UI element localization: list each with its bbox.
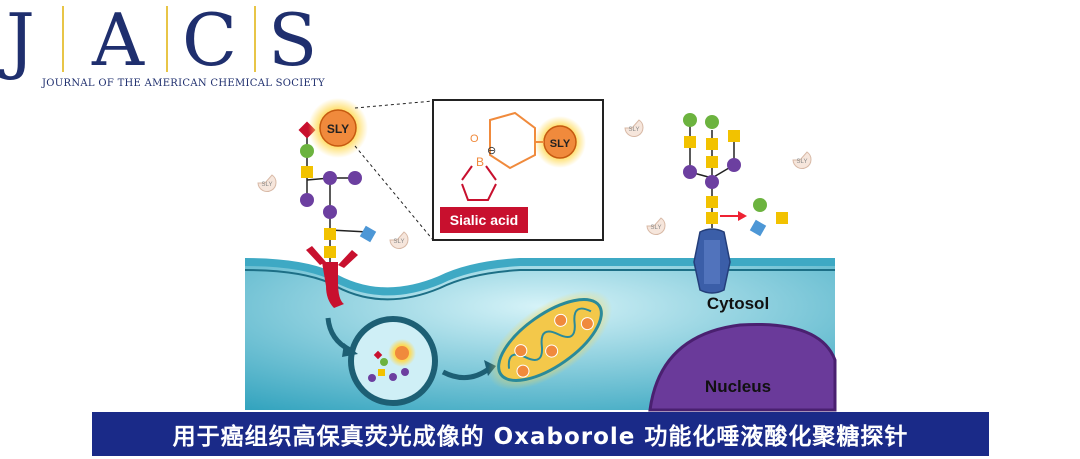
sialic-acid-label: Sialic acid: [450, 212, 518, 228]
jacs-letter-a: A: [92, 0, 144, 82]
boron-label: B: [476, 155, 484, 169]
jacs-letter-s: S: [268, 0, 318, 82]
cytosol-label: Cytosol: [707, 294, 769, 313]
free-probe-label: SLY: [651, 225, 662, 231]
probe-label: SLY: [327, 122, 349, 136]
free-probe-label: SLY: [629, 127, 640, 133]
jacs-letter-c: C: [182, 0, 238, 82]
charge-label: ⊖: [487, 145, 496, 157]
nucleus: [648, 322, 837, 412]
jacs-letter-j: J: [6, 0, 35, 82]
endosome: [348, 316, 438, 406]
jacs-letters: J A C S: [0, 0, 330, 80]
oxygen-label: O: [470, 133, 479, 145]
membrane-glycan: [683, 113, 788, 294]
free-probe-label: SLY: [797, 159, 808, 165]
free-probe-label: SLY: [394, 239, 405, 245]
logo-divider: [166, 6, 168, 72]
jacs-logo: J A C S JOURNAL OF THE AMERICAN CHEMICAL…: [0, 0, 330, 95]
free-probe-label: SLY: [262, 182, 273, 188]
mitochondrion: [487, 290, 613, 390]
logo-divider: [62, 6, 64, 72]
logo-divider: [254, 6, 256, 72]
cell-membrane: [244, 258, 835, 296]
inset-probe-label: SLY: [550, 138, 571, 150]
journal-subtitle: JOURNAL OF THE AMERICAN CHEMICAL SOCIETY: [42, 78, 325, 89]
caption-banner: 用于癌组织高保真荧光成像的 Oxaborole 功能化唾液酸化聚糖探针: [92, 412, 989, 456]
nucleus-label: Nucleus: [705, 377, 771, 396]
inset-chemistry: SLY O B ⊖ Sialic acid: [432, 99, 604, 241]
